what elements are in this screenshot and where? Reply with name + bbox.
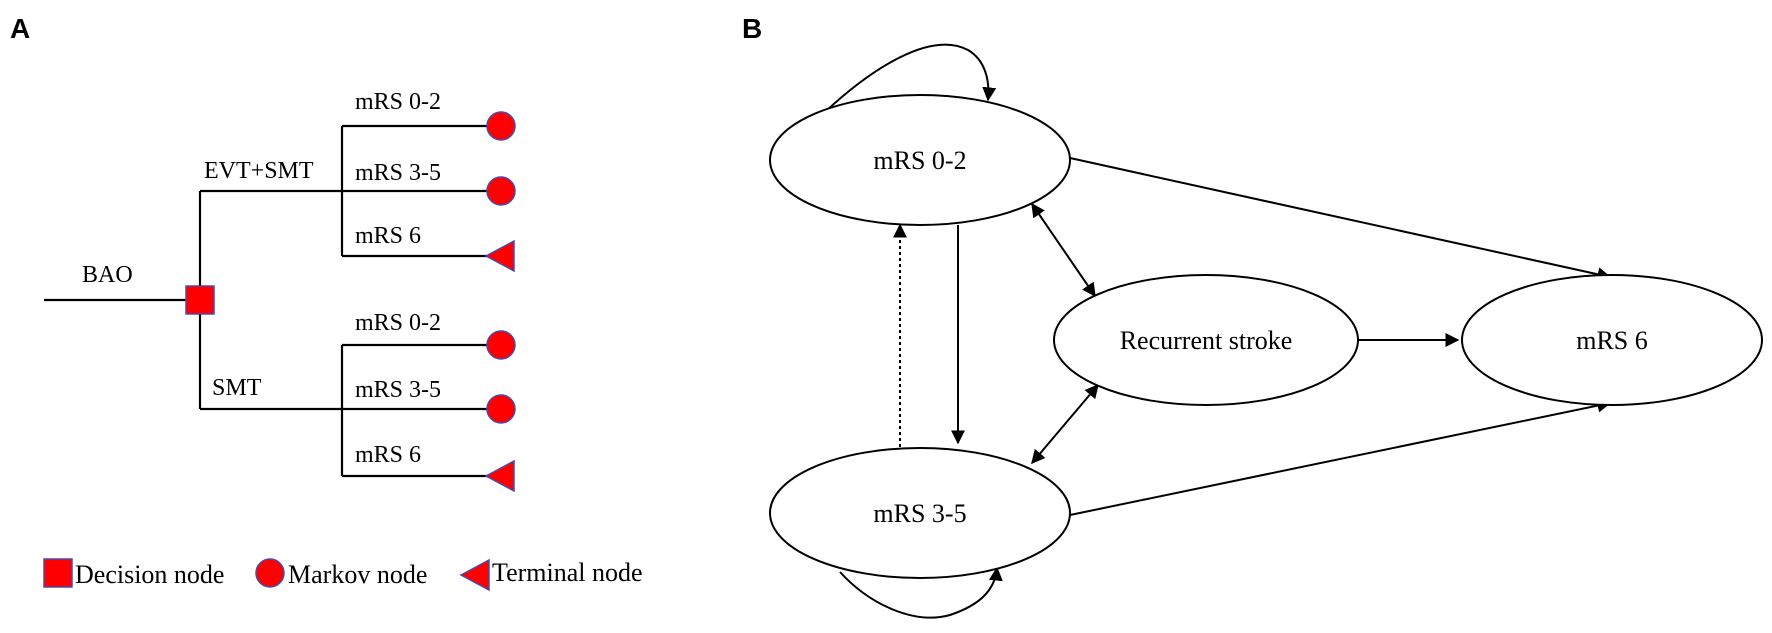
branch-2-label: SMT: [212, 375, 262, 401]
panel-a: A BAO EVT+SMT mRS 0-2 mRS 3-5 mRS 6 SMT …: [10, 13, 643, 592]
state-mrs-6-shape: [1461, 274, 1763, 406]
branch-1-markov-node-2: [486, 176, 516, 206]
legend: Decision node Markov node Terminal node: [43, 558, 643, 592]
state-recurrent-stroke: Recurrent stroke: [1053, 274, 1359, 406]
branch-1-label: EVT+SMT: [204, 158, 314, 184]
branch-2-markov-node-2: [486, 394, 516, 424]
branch-2-outcome-2-label: mRS 3-5: [355, 377, 441, 403]
state-recurrent-stroke-label: Recurrent stroke: [1120, 326, 1293, 355]
legend-decision-label: Decision node: [75, 560, 224, 589]
legend-terminal-icon: [459, 558, 490, 592]
branch-1-markov-node-1: [486, 111, 516, 141]
edge-s1-rec: [1031, 202, 1096, 298]
state-mrs-0-2: mRS 0-2: [769, 94, 1071, 226]
legend-terminal-label: Terminal node: [492, 558, 643, 587]
branch-1-outcome-1-label: mRS 0-2: [355, 89, 441, 115]
panel-b: B mRS 0-2 mRS 3-5 Recurrent stroke mRS 6: [742, 13, 1763, 619]
edge-s2-to-death: [1069, 398, 1612, 516]
branch-2-outcome-3-label: mRS 6: [355, 442, 421, 468]
state-recurrent-stroke-shape: [1053, 274, 1359, 406]
state-mrs-0-2-shape: [769, 94, 1071, 226]
edge-s1-self-loop: [824, 43, 997, 113]
legend-markov-icon: [255, 558, 285, 588]
legend-decision-icon: [43, 558, 73, 588]
state-mrs-3-5-label: mRS 3-5: [873, 499, 966, 528]
edge-s2-rec: [1031, 383, 1099, 465]
state-mrs-6: mRS 6: [1461, 274, 1763, 406]
branch-2-markov-node-1: [486, 330, 516, 360]
panel-a-label: A: [10, 13, 30, 44]
state-mrs-0-2-label: mRS 0-2: [873, 146, 966, 175]
legend-markov-label: Markov node: [288, 560, 427, 589]
branch-2-outcome-1-label: mRS 0-2: [355, 310, 441, 336]
branch-2-terminal-node: [484, 459, 515, 493]
branch-1-outcome-2-label: mRS 3-5: [355, 160, 441, 186]
panel-b-label: B: [742, 13, 762, 44]
decision-node: [185, 285, 215, 315]
edge-s1-to-death: [1069, 157, 1612, 282]
edge-s2-self-loop: [839, 566, 1003, 619]
state-mrs-3-5-shape: [769, 447, 1071, 579]
state-mrs-3-5: mRS 3-5: [769, 447, 1071, 579]
root-label: BAO: [82, 262, 133, 288]
branch-1-outcome-3-label: mRS 6: [355, 223, 421, 249]
branch-1-terminal-node: [484, 239, 515, 273]
state-mrs-6-label: mRS 6: [1576, 326, 1648, 355]
